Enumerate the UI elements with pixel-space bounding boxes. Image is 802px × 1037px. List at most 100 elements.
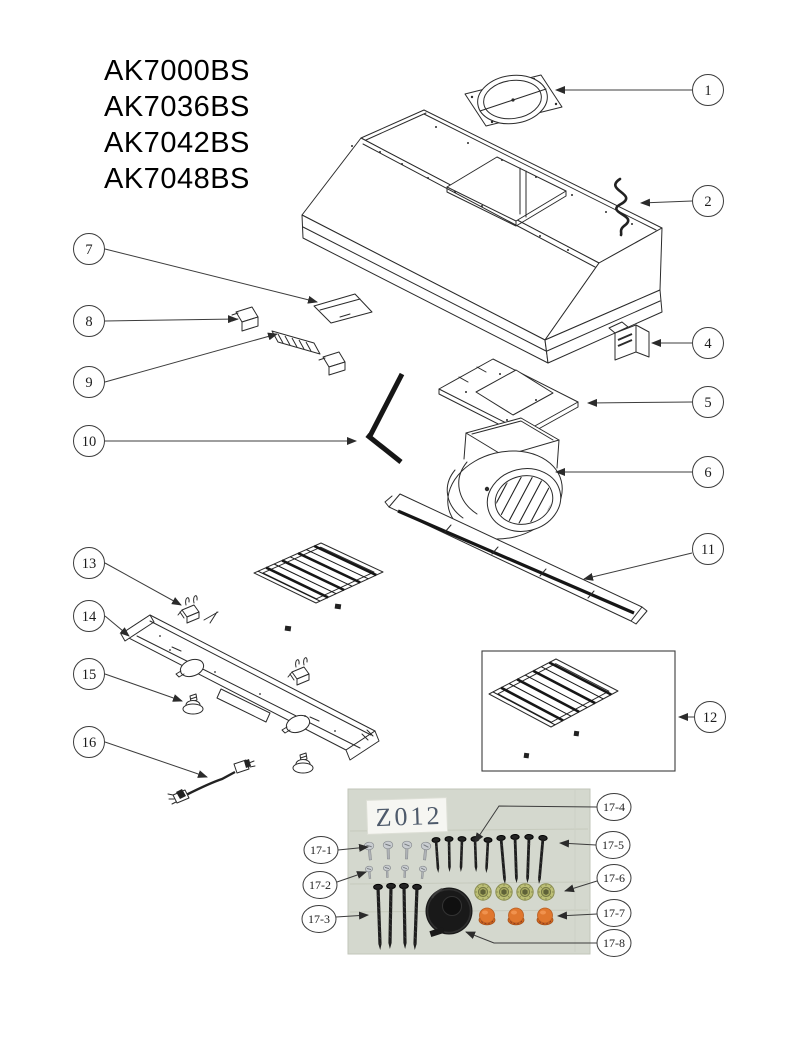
callout-label-5: 5: [704, 395, 711, 411]
leader-line-2: [640, 198, 693, 207]
callout-4: 4: [651, 327, 724, 359]
callout-17-5: 17-5: [559, 831, 631, 859]
callout-label-9: 9: [85, 375, 92, 391]
callout-bubble-12: [694, 701, 726, 733]
wire-harness-drawing: [167, 759, 256, 805]
callout-bubble-17-2: [302, 871, 338, 899]
callout-17-6: 17-6: [564, 864, 632, 893]
callout-label-17-7: 17-7: [603, 906, 625, 920]
callout-17-2: 17-2: [302, 871, 367, 899]
callout-layer: 124561112789101314151617-117-217-317-417…: [73, 74, 726, 957]
callout-bubble-17-5: [595, 831, 631, 859]
callout-bubble-16: [73, 726, 105, 758]
callout-bubble-13: [73, 547, 105, 579]
callout-label-11: 11: [701, 542, 715, 558]
lamp-lens-drawing-b: [271, 330, 321, 355]
leader-line-15: [104, 673, 183, 702]
power-cord-drawing: [614, 177, 630, 237]
callout-bubble-4: [692, 327, 724, 359]
switch-drawing-a: [231, 306, 259, 332]
callout-17-7: 17-7: [557, 899, 632, 927]
callout-bubble-14: [73, 600, 105, 632]
kit-code: Z012: [375, 801, 443, 832]
blower-assembly-drawing: [446, 417, 563, 540]
callout-bubble-8: [73, 305, 105, 337]
hardware-item-17-7: [478, 907, 554, 926]
leader-line-5: [587, 398, 693, 407]
callout-17-8: 17-8: [465, 929, 632, 957]
callout-16: 16: [73, 726, 208, 778]
callout-label-4: 4: [704, 336, 712, 352]
callout-label-16: 16: [82, 735, 97, 751]
callout-14: 14: [73, 600, 130, 637]
hardware-item-17-8: [425, 887, 473, 938]
support-rail-drawing: [384, 493, 648, 625]
callout-17-3: 17-3: [301, 905, 369, 933]
lamp-lens-drawing-a: [313, 293, 373, 324]
callout-5: 5: [587, 386, 724, 418]
leader-line-17-1: [337, 843, 369, 852]
spare-filter-box: [481, 650, 676, 772]
leader-line-17-5: [559, 839, 597, 848]
leader-line-11: [583, 552, 693, 581]
callout-label-17-1: 17-1: [310, 843, 332, 857]
blower-grille: [491, 470, 557, 530]
callout-10: 10: [73, 425, 357, 457]
leader-line-17-8: [465, 931, 597, 944]
leader-line-16: [104, 741, 208, 778]
callout-label-17-4: 17-4: [603, 800, 625, 814]
lamp-socket-drawing-b: [287, 657, 310, 686]
callout-17-1: 17-1: [303, 836, 369, 864]
leader-line-13: [104, 562, 182, 606]
callout-bubble-17-6: [596, 864, 632, 892]
switch-drawing-b: [318, 351, 346, 376]
callout-6: 6: [555, 456, 724, 488]
callout-bubble-17-3: [301, 905, 337, 933]
callout-bubble-9: [73, 366, 105, 398]
callout-bubble-10: [73, 425, 105, 457]
callout-bubble-6: [692, 456, 724, 488]
callout-label-17-5: 17-5: [602, 838, 624, 852]
callout-bubble-17-8: [596, 929, 632, 957]
leader-line-17-2: [336, 871, 367, 883]
callout-label-2: 2: [704, 194, 711, 210]
leader-line-17-7: [557, 911, 598, 920]
callout-9: 9: [73, 332, 278, 398]
callout-label-14: 14: [82, 609, 97, 625]
callout-15: 15: [73, 658, 183, 702]
vent-damper-drawing: [464, 74, 563, 127]
callout-7: 7: [73, 233, 318, 304]
callout-bubble-15: [73, 658, 105, 690]
callout-label-17-6: 17-6: [603, 871, 625, 885]
grease-filter-drawing: [253, 542, 384, 632]
leader-line-14: [104, 615, 130, 637]
callout-bubble-17-1: [303, 836, 339, 864]
leader-line-17-6: [564, 880, 598, 893]
lamp-socket-drawing-a: [177, 595, 200, 624]
kit-label-card: Z012: [365, 797, 449, 835]
leader-line-7: [104, 248, 318, 304]
model-number-3: AK7042BS: [104, 127, 250, 159]
callout-bubble-17-7: [596, 899, 632, 927]
callout-17-4: 17-4: [474, 793, 632, 843]
leader-line-17-4: [474, 805, 598, 843]
callout-label-17-3: 17-3: [308, 912, 330, 926]
callout-bubble-17-4: [596, 793, 632, 821]
callout-label-10: 10: [82, 434, 97, 450]
model-number-2: AK7036BS: [104, 91, 250, 123]
callout-label-15: 15: [82, 667, 97, 683]
callout-label-7: 7: [85, 242, 92, 258]
callout-label-1: 1: [704, 83, 711, 99]
callout-bubble-11: [692, 533, 724, 565]
callout-label-17-2: 17-2: [309, 878, 331, 892]
handle-rod-drawing: [365, 372, 405, 464]
blower-plate-drawing: [438, 358, 579, 438]
callout-label-13: 13: [82, 556, 97, 572]
bottom-panel-drawing: [120, 611, 380, 761]
callout-label-8: 8: [85, 314, 92, 330]
callout-bubble-1: [692, 74, 724, 106]
hood-screw-holes: [351, 126, 633, 251]
callout-11: 11: [583, 533, 724, 581]
mounting-bracket-drawing: [608, 321, 650, 361]
